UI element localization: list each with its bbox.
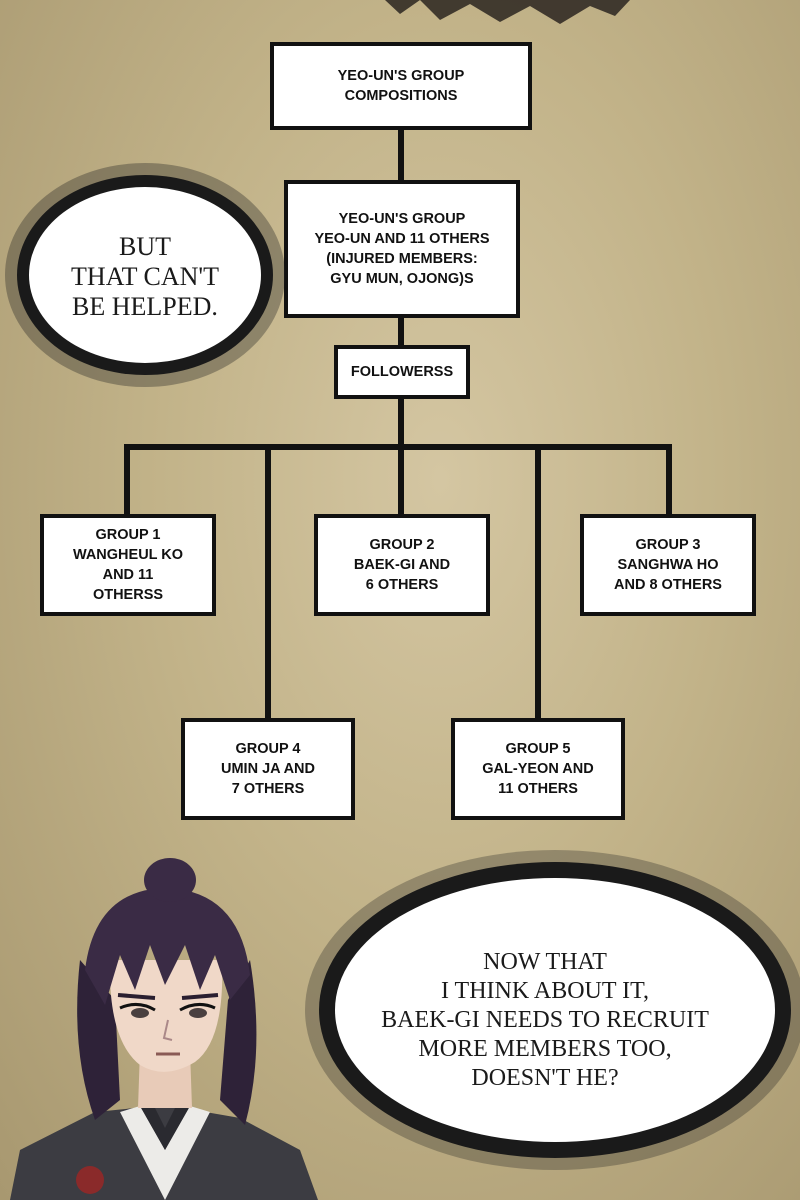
left-bubble-text: BUT THAT CAN'T BE HELPED.	[71, 232, 219, 321]
node-group-2: GROUP 2 BAEK-GI AND 6 OTHERS	[314, 514, 490, 616]
node-followers: FOLLOWERSS	[334, 345, 470, 399]
connector-root-to-leader	[398, 126, 404, 184]
node-yeoun-group-label: YEO-UN'S GROUP YEO-UN AND 11 OTHERS (INJ…	[314, 211, 490, 287]
node-group-1: GROUP 1 WANGHEUL KO AND 11 OTHERSS	[40, 514, 216, 616]
node-compositions-label: YEO-UN'S GROUP COMPOSITIONS	[337, 68, 465, 104]
character-illustration	[10, 858, 318, 1200]
connector-leader-to-followers	[398, 314, 404, 348]
right-speech-bubble	[305, 850, 800, 1170]
node-group-4: GROUP 4 UMIN JA AND 7 OTHERS	[181, 718, 355, 820]
connector-to-group-2	[398, 444, 404, 518]
node-group-2-label: GROUP 2 BAEK-GI AND 6 OTHERS	[353, 537, 451, 593]
node-group-1-label: GROUP 1 WANGHEUL KO AND 11 OTHERSS	[72, 527, 184, 603]
connector-to-group-4	[265, 444, 271, 720]
node-yeoun-group: YEO-UN'S GROUP YEO-UN AND 11 OTHERS (INJ…	[284, 180, 520, 318]
top-burst-decoration	[385, 0, 630, 24]
connector-to-group-1	[124, 444, 130, 518]
node-group-5: GROUP 5 GAL-YEON AND 11 OTHERS	[451, 718, 625, 820]
connector-followers-down	[398, 396, 404, 448]
right-bubble-text: NOW THAT I THINK ABOUT IT, BAEK-GI NEEDS…	[381, 949, 709, 1091]
connector-to-group-3	[666, 444, 672, 518]
node-group-3: GROUP 3 SANGHWA HO AND 8 OTHERS	[580, 514, 756, 616]
node-group-4-label: GROUP 4 UMIN JA AND 7 OTHERS	[221, 741, 315, 797]
connector-to-group-5	[535, 444, 541, 720]
node-group-5-label: GROUP 5 GAL-YEON AND 11 OTHERS	[482, 741, 594, 797]
left-speech-bubble	[5, 163, 285, 387]
node-followers-label: FOLLOWERSS	[350, 364, 454, 380]
node-compositions: YEO-UN'S GROUP COMPOSITIONS	[270, 42, 532, 130]
node-group-3-label: GROUP 3 SANGHWA HO AND 8 OTHERS	[614, 537, 722, 593]
